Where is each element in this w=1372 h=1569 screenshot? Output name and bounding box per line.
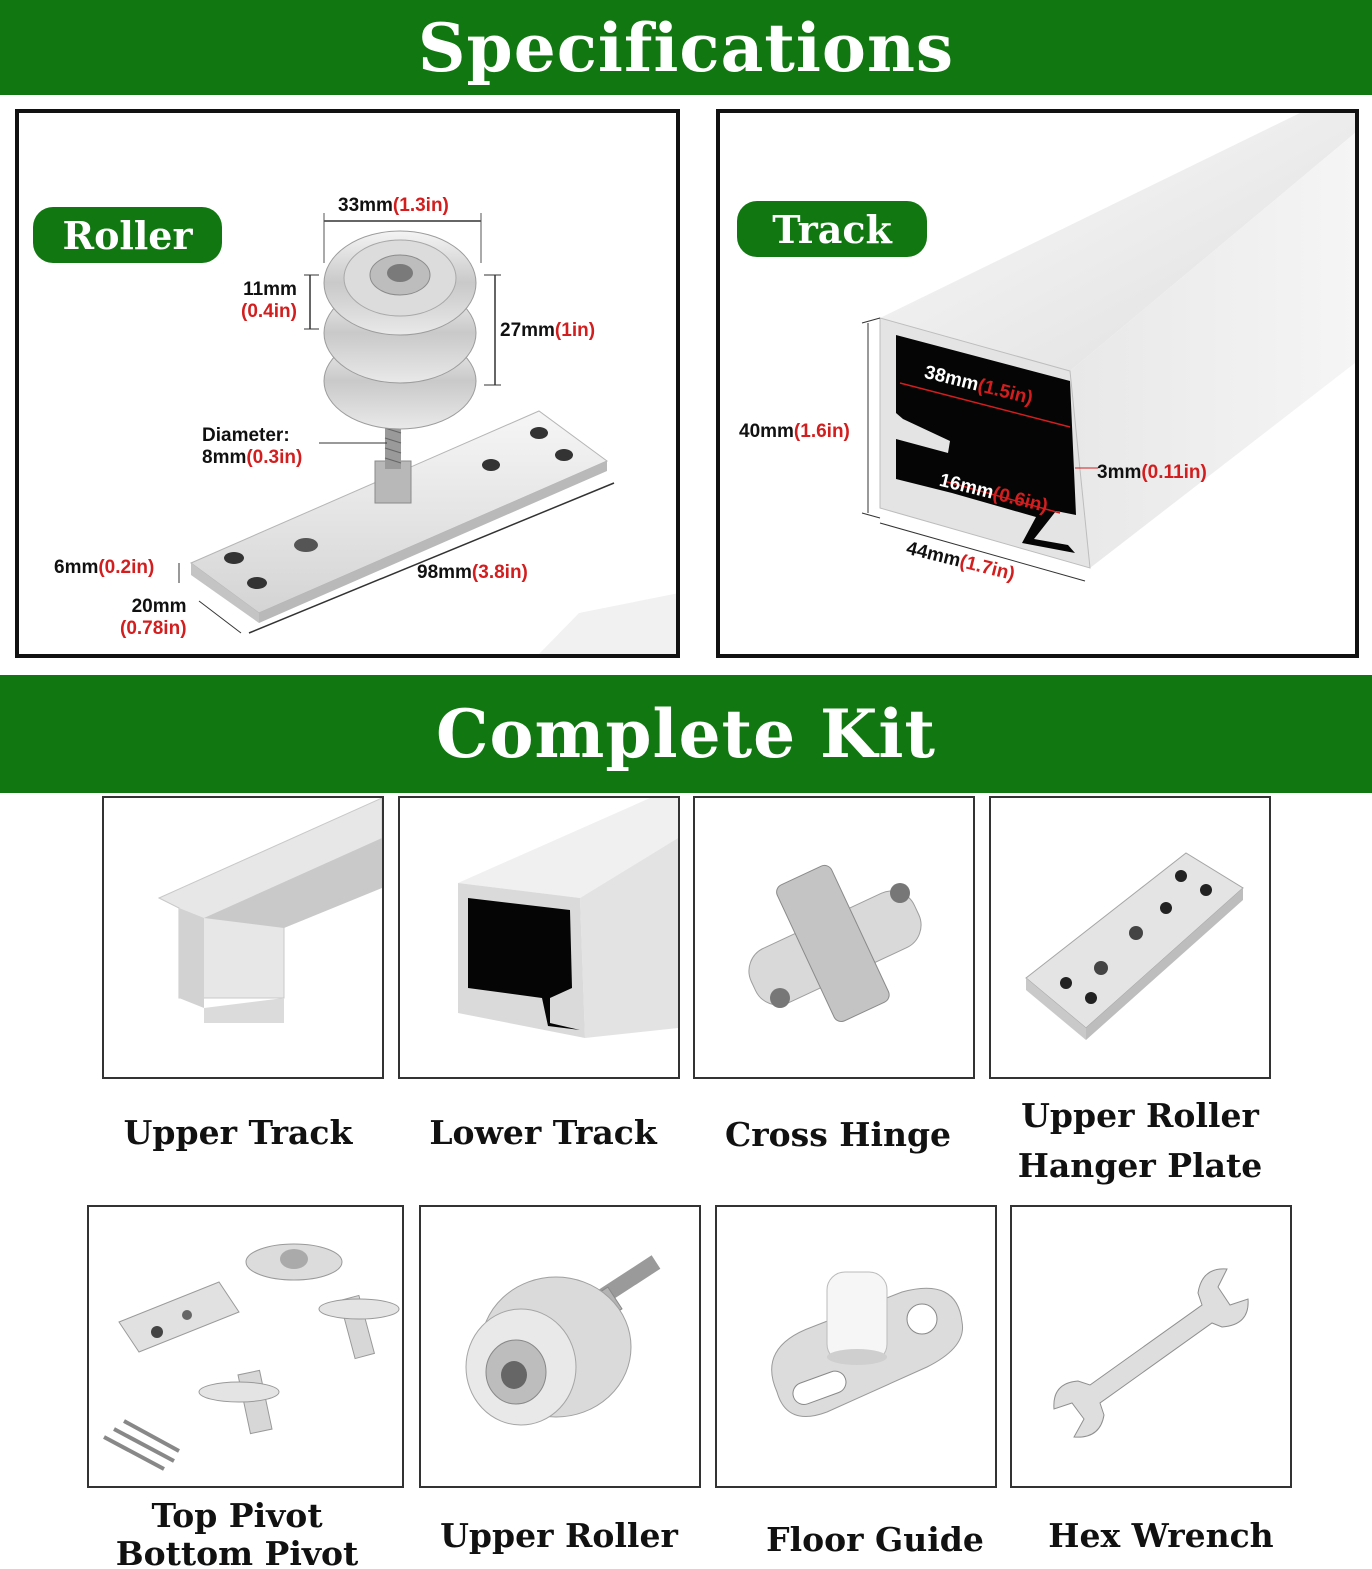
- roller-illustration: [178, 213, 676, 654]
- track-wall-dimension: 3mm(0.11in): [1097, 462, 1207, 483]
- floor-guide-label: Floor Guide: [766, 1520, 984, 1559]
- roller-spec-panel: Roller 33mm(1.3in) 11mm(0.4in) 27mm(1in)…: [15, 109, 680, 658]
- track-badge: Track: [737, 201, 927, 257]
- roller-width-dimension: 33mm(1.3in): [338, 195, 449, 216]
- upper-track-icon: [157, 798, 382, 1023]
- track-height-dimension: 40mm(1.6in): [739, 421, 850, 442]
- floor-guide-icon: [771, 1271, 964, 1417]
- cross-hinge-label: Cross Hinge: [724, 1115, 952, 1154]
- pivot-image: [87, 1205, 404, 1488]
- pivot-label: Top Pivot Bottom Pivot: [115, 1496, 359, 1569]
- roller-badge: Roller: [33, 207, 222, 263]
- specifications-banner: Specifications: [0, 0, 1372, 95]
- plate-length-dimension: 98mm(3.8in): [417, 562, 528, 583]
- hanger-plate-image: [989, 796, 1271, 1079]
- complete-kit-title: Complete Kit: [436, 695, 936, 773]
- track-illustration: [861, 113, 1355, 582]
- plate-thickness-dimension: 6mm(0.2in): [54, 557, 155, 578]
- lower-track-label: Lower Track: [429, 1113, 657, 1152]
- hanger-plate-label: Upper Roller Hanger Plate: [1017, 1096, 1263, 1185]
- bolt-diameter-dimension: Diameter: 8mm(0.3in): [202, 425, 303, 468]
- hanger-plate-icon: [1025, 852, 1244, 1040]
- roller-wheel-dimension: 11mm(0.4in): [241, 279, 297, 322]
- hex-wrench-label: Hex Wrench: [1048, 1516, 1274, 1555]
- upper-roller-image: [419, 1205, 701, 1488]
- upper-roller-label: Upper Roller: [440, 1516, 678, 1555]
- upper-track-label: Upper Track: [123, 1113, 353, 1152]
- specifications-title: Specifications: [417, 8, 955, 87]
- hex-wrench-image: [1010, 1205, 1292, 1488]
- floor-guide-image: [715, 1205, 997, 1488]
- plate-width-dimension: 20mm(0.78in): [120, 596, 187, 639]
- upper-track-image: [102, 796, 384, 1079]
- cross-hinge-icon: [748, 864, 922, 1022]
- hex-wrench-icon: [1053, 1268, 1249, 1438]
- lower-track-image: [398, 796, 680, 1079]
- roller-height-dimension: 27mm(1in): [500, 320, 596, 341]
- upper-roller-icon: [465, 1255, 661, 1426]
- lower-track-icon: [458, 798, 678, 1038]
- pivot-icon: [103, 1243, 400, 1471]
- track-spec-panel: Track 40mm(1.6in) 38mm(1.5in) 16mm(0.6in…: [716, 109, 1359, 658]
- complete-kit-banner: Complete Kit: [0, 675, 1372, 793]
- cross-hinge-image: [693, 796, 975, 1079]
